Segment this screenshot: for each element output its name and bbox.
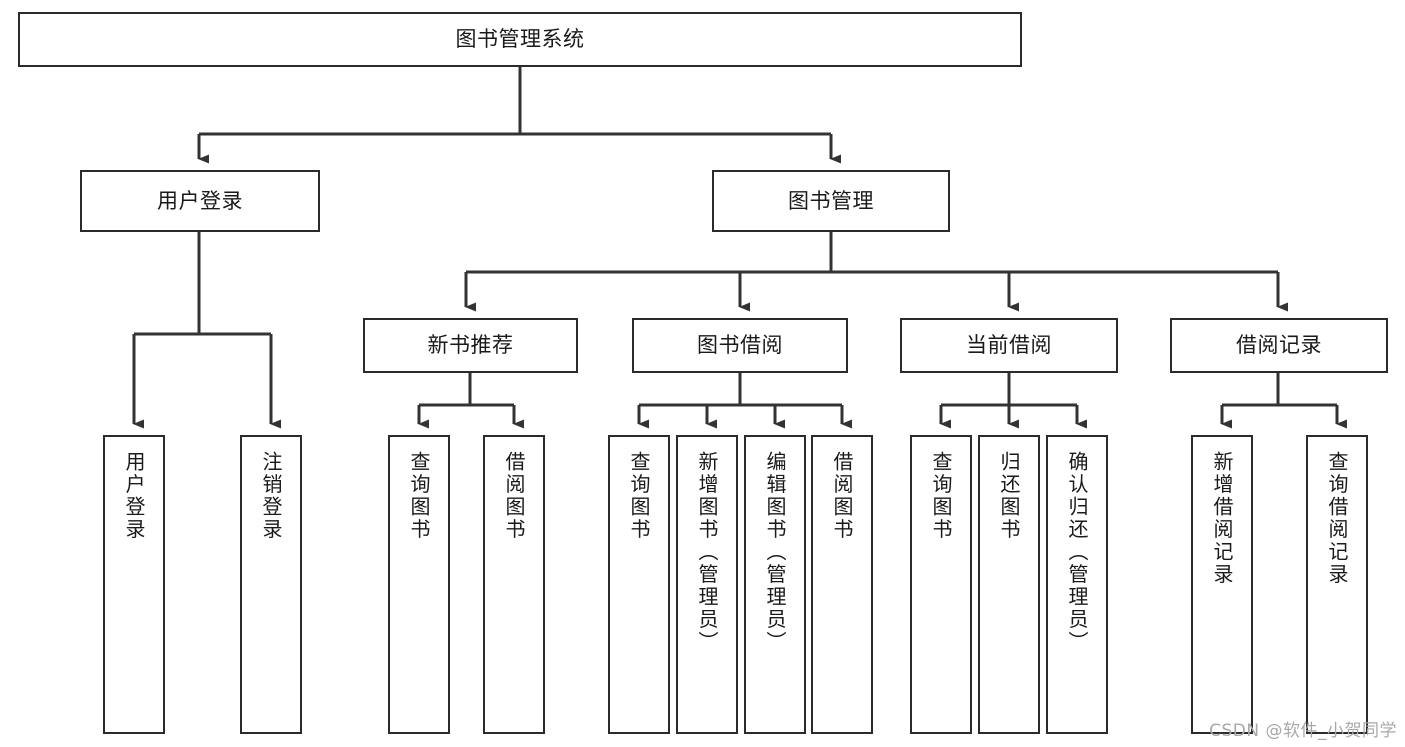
node-leaf-borrow-book[interactable]: 借阅图书 — [811, 435, 873, 734]
node-label: 借阅图书 — [502, 451, 526, 541]
node-book-borrow[interactable]: 图书借阅 — [632, 318, 848, 373]
node-label: 查询图书 — [407, 451, 431, 541]
node-leaf-query-book-recommend[interactable]: 查询图书 — [388, 435, 450, 734]
node-label: 图书借阅 — [697, 333, 783, 358]
node-label: 归还图书 — [997, 451, 1021, 541]
node-leaf-logout-login[interactable]: 注销登录 — [240, 435, 302, 734]
node-label: 借阅图书 — [830, 451, 854, 541]
node-label: 图书管理 — [788, 188, 874, 213]
node-label: 编辑图书（管理员） — [763, 451, 787, 654]
node-label: 新增借阅记录 — [1210, 451, 1234, 586]
node-leaf-borrow-book-recommend[interactable]: 借阅图书 — [483, 435, 545, 734]
node-leaf-query-book-current[interactable]: 查询图书 — [910, 435, 972, 734]
node-leaf-query-book-borrow[interactable]: 查询图书 — [608, 435, 670, 734]
node-book-manage[interactable]: 图书管理 — [712, 170, 950, 232]
node-root-library-management-system[interactable]: 图书管理系统 — [18, 12, 1022, 67]
node-new-book-recommend[interactable]: 新书推荐 — [363, 318, 578, 373]
node-label: 新增图书（管理员） — [695, 451, 719, 654]
node-label: 查询图书 — [929, 451, 953, 541]
node-label: 查询借阅记录 — [1325, 451, 1349, 586]
node-label: 查询图书 — [627, 451, 651, 541]
node-leaf-user-login[interactable]: 用户登录 — [103, 435, 165, 734]
node-leaf-add-borrow-record[interactable]: 新增借阅记录 — [1191, 435, 1253, 734]
watermark-text: CSDN @软件_小贺同学 — [1209, 721, 1397, 741]
node-label: 新书推荐 — [427, 333, 514, 358]
node-label: 图书管理系统 — [455, 27, 585, 52]
node-label: 当前借阅 — [966, 333, 1052, 358]
node-leaf-add-book[interactable]: 新增图书（管理员） — [676, 435, 738, 734]
node-label: 注销登录 — [259, 451, 283, 541]
node-current-borrow[interactable]: 当前借阅 — [900, 318, 1118, 373]
node-label: 用户登录 — [157, 188, 243, 213]
node-label: 用户登录 — [122, 451, 146, 541]
node-user-login[interactable]: 用户登录 — [80, 170, 320, 232]
node-leaf-confirm-return[interactable]: 确认归还（管理员） — [1046, 435, 1108, 734]
node-leaf-query-borrow-record[interactable]: 查询借阅记录 — [1306, 435, 1368, 734]
node-label: 借阅记录 — [1236, 333, 1322, 358]
node-leaf-return-book[interactable]: 归还图书 — [978, 435, 1040, 734]
node-leaf-edit-book[interactable]: 编辑图书（管理员） — [744, 435, 806, 734]
node-borrow-record[interactable]: 借阅记录 — [1170, 318, 1388, 373]
node-label: 确认归还（管理员） — [1065, 451, 1089, 654]
